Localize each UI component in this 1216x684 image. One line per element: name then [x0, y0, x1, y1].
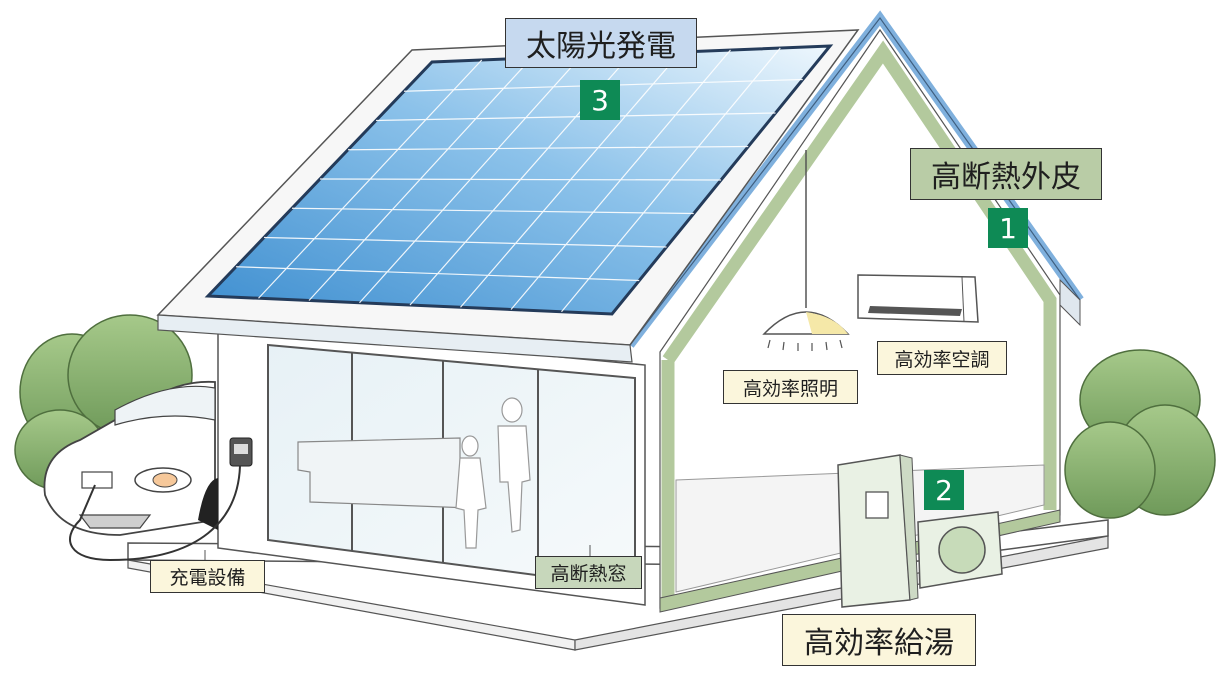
ev-charger — [69, 437, 253, 562]
badge-insulation-number: 1 — [988, 208, 1028, 248]
label-high-efficiency-water-heater: 高効率給湯 — [782, 614, 976, 666]
family-silhouette — [455, 397, 531, 549]
water-heater-tank — [837, 454, 919, 608]
label-high-efficiency-lighting: 高効率照明 — [723, 370, 858, 404]
label-high-insulation-envelope: 高断熱外皮 — [910, 148, 1102, 200]
panel-grid-line — [263, 236, 667, 248]
panel-grid-line — [375, 112, 776, 122]
sliding-window — [267, 343, 636, 590]
roof-edge — [626, 10, 1084, 348]
badge-water-heater-number: 2 — [924, 470, 964, 510]
label-high-efficiency-aircon: 高効率空調 — [877, 341, 1007, 375]
badge-solar-number: 3 — [580, 80, 620, 120]
heat-pump-outdoor-unit — [917, 511, 1003, 589]
panel-grid-line — [319, 178, 722, 181]
panel-grid-line — [235, 266, 640, 282]
label-charging-equipment: 充電設備 — [150, 560, 265, 593]
tree-right — [1064, 349, 1216, 519]
electric-vehicle — [43, 380, 218, 536]
air-conditioner-unit — [857, 274, 979, 323]
label-solar-power: 太陽光発電 — [505, 18, 697, 68]
label-high-insulation-window: 高断熱窓 — [535, 556, 642, 589]
panel-grid-line — [347, 145, 749, 151]
panel-grid-line — [291, 207, 694, 215]
pendant-light-fixture — [762, 150, 850, 351]
solar-panel — [204, 44, 834, 316]
